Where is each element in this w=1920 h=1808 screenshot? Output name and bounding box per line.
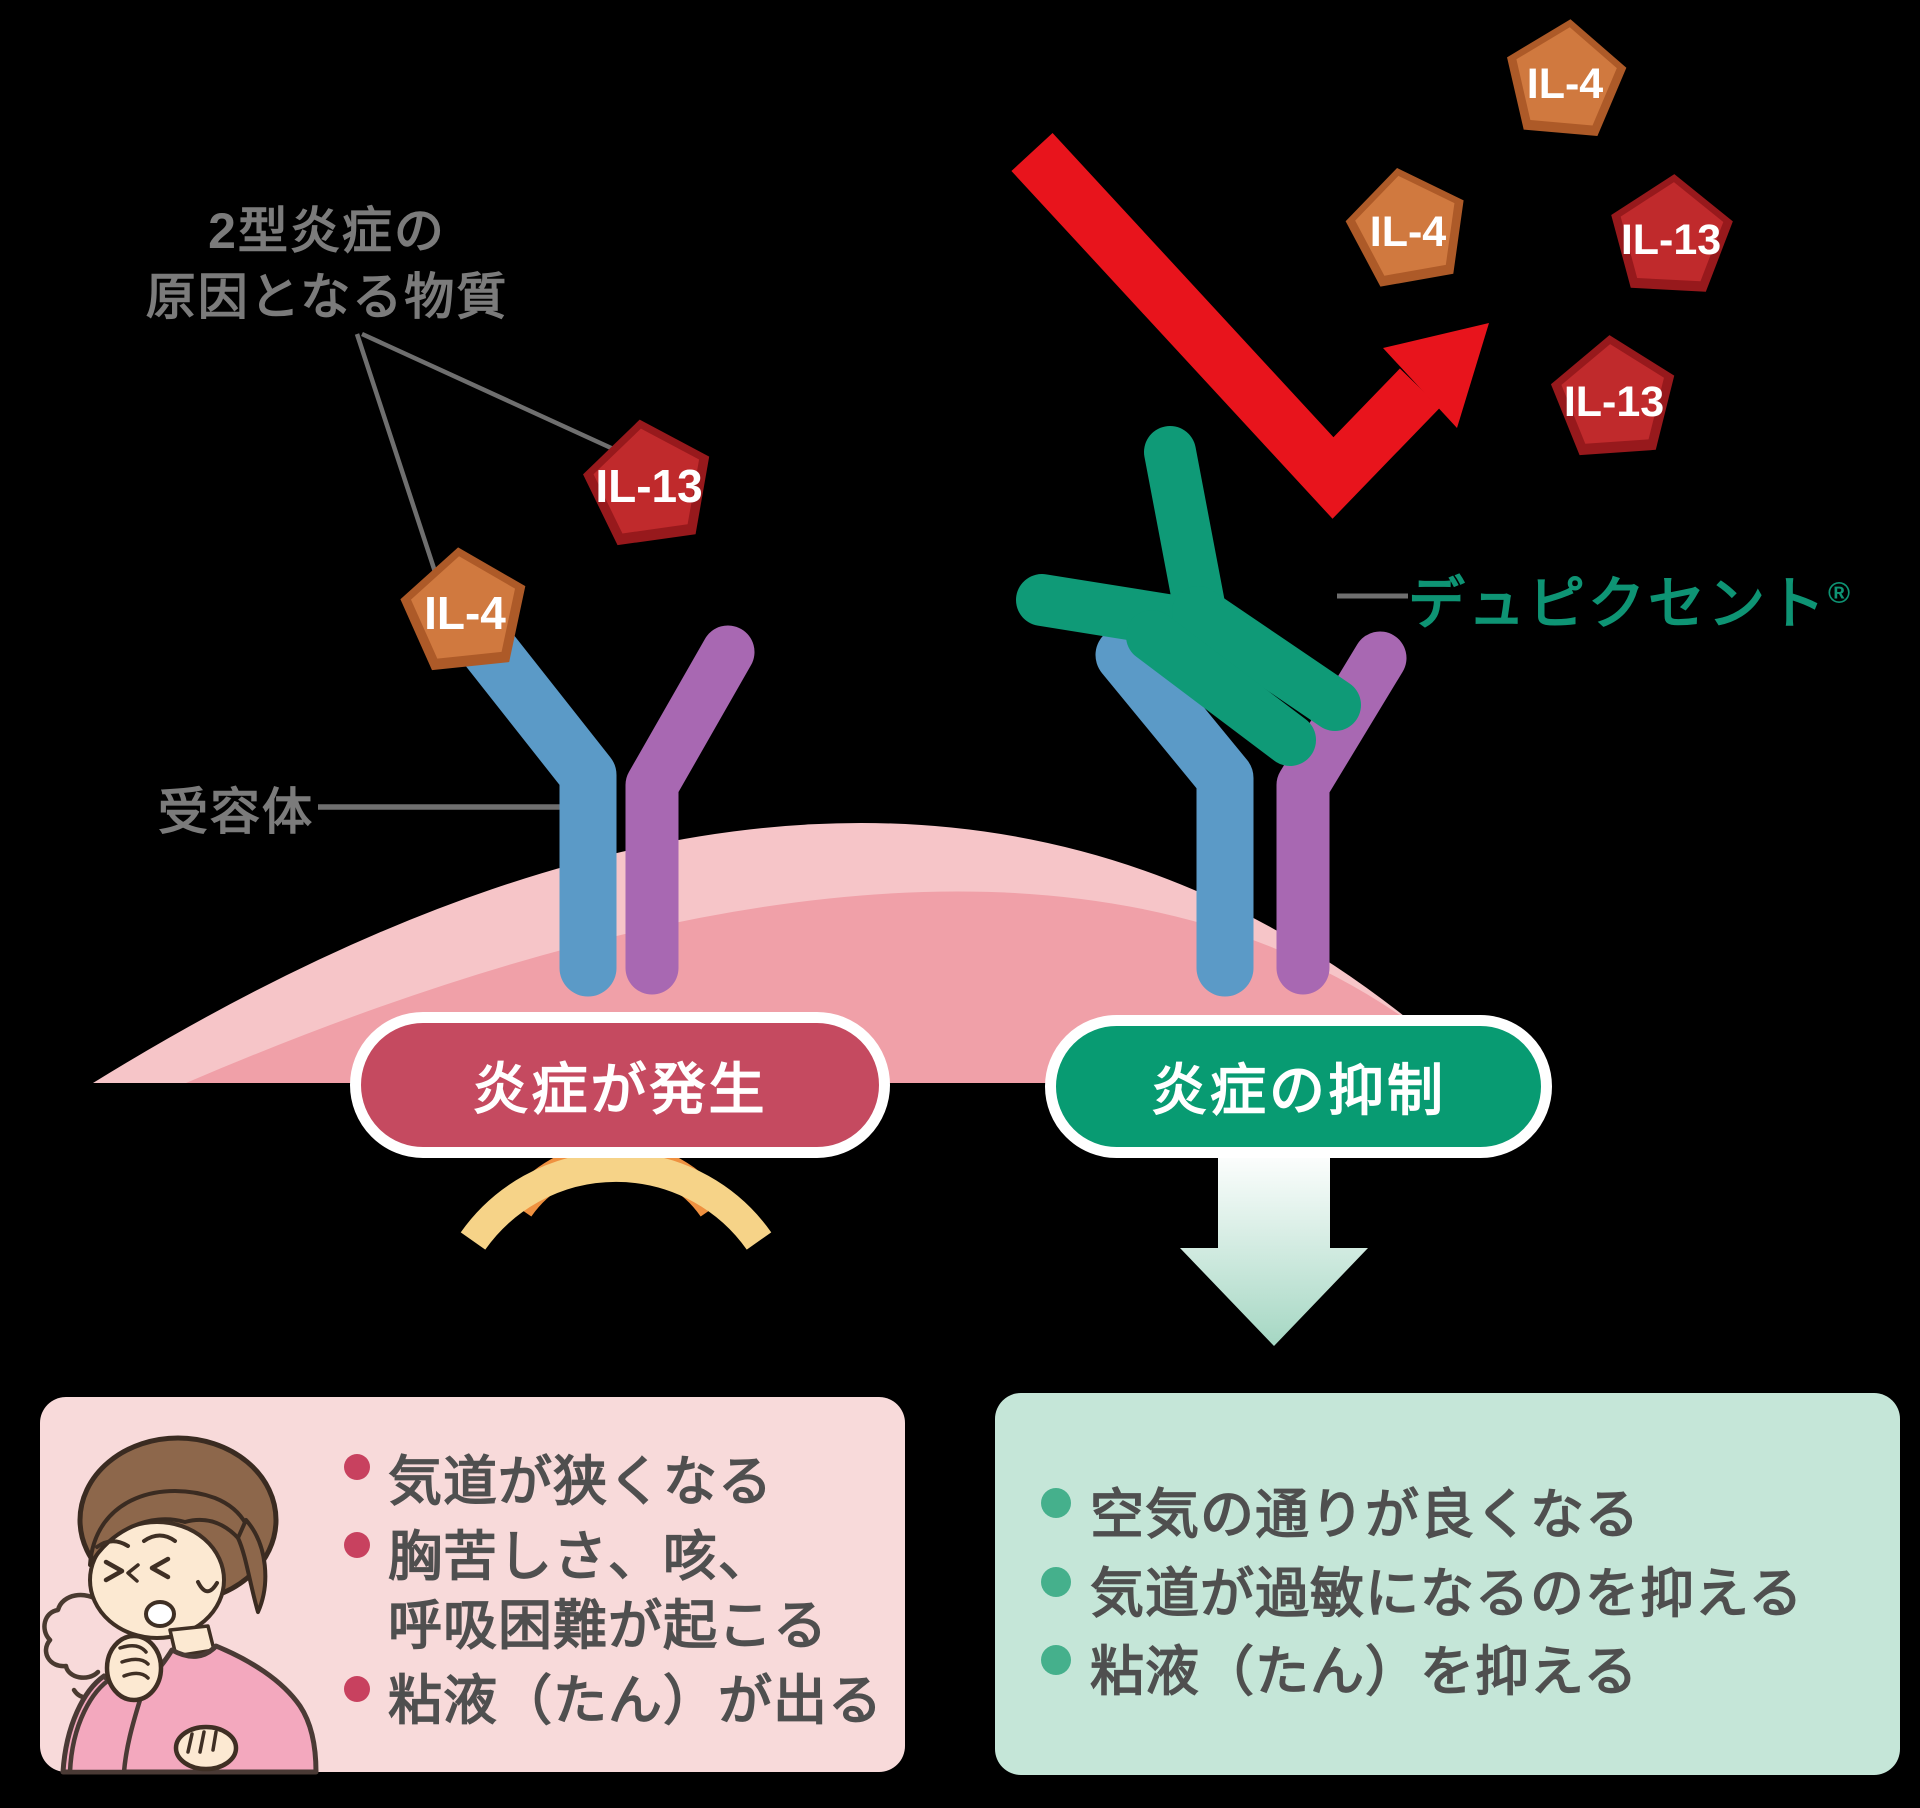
woman-eye-right [149, 1556, 171, 1580]
symptom-line-1: 気道が狭くなる [388, 1452, 773, 1512]
il4-molecule-top-icon [1507, 19, 1627, 137]
symptom-bullet-3 [344, 1676, 370, 1702]
red-arrow-head [1383, 323, 1489, 428]
woman-eye-left [103, 1559, 125, 1583]
il13-left-label: IL-13 [595, 460, 702, 512]
woman-fist-chest [173, 1724, 239, 1772]
symptom-line-4: 粘液（たん）が出る [388, 1671, 883, 1731]
pointer-line-to-il13 [361, 331, 634, 461]
symptom-line-3: 呼吸困難が起こる [388, 1596, 828, 1656]
antibody-up-arm [1144, 426, 1226, 636]
benefit-bullet-3 [1041, 1645, 1071, 1675]
registered-mark: ® [1828, 577, 1854, 610]
dupixent-label: デュピクセント® [1408, 558, 1853, 640]
pointer-lines [318, 331, 1408, 810]
pointer-line-to-il4 [354, 333, 444, 591]
cause-label-line1: 2型炎症の [208, 203, 446, 259]
il4-molecule-mid-icon [1345, 167, 1464, 287]
benefit-line-3: 粘液（たん）を抑える [1090, 1642, 1639, 1702]
inflammation-badge-label: 炎症が発生 [472, 1057, 768, 1121]
dupixent-label-text: デュピクセント [1408, 572, 1828, 636]
cough-puff-icon [42, 1592, 103, 1680]
il4-left-label: IL-4 [424, 587, 506, 639]
woman-hair-lock [236, 1518, 268, 1614]
cause-label-line2: 原因となる物質 [145, 269, 509, 325]
woman-sweat-drop [196, 1580, 219, 1594]
suppression-arrow-icon [1180, 1150, 1368, 1346]
suppression-badge: 炎症の抑制 [1045, 1015, 1552, 1158]
warning-arc-outer [460, 1151, 772, 1250]
inflammation-signal-arcs [460, 1134, 772, 1250]
receptor-right-blue-arm [1095, 626, 1254, 997]
benefit-box-background [995, 1393, 1900, 1775]
woman-eyebrows [95, 1533, 177, 1549]
il13-right-label: IL-13 [1621, 216, 1721, 264]
benefit-line-2: 気道が過敏になるのを抑える [1090, 1564, 1804, 1624]
il4-top-label: IL-4 [1527, 60, 1604, 108]
il4-molecule-left-icon [400, 547, 526, 671]
benefit-bullet-2 [1041, 1567, 1071, 1597]
il13-molecule-low-icon [1550, 335, 1675, 456]
suppression-badge-label: 炎症の抑制 [1151, 1059, 1446, 1122]
woman-fist-chest-fingers [186, 1730, 218, 1754]
woman-fist-fingers [118, 1644, 150, 1680]
antibody-stem-2 [1126, 610, 1316, 766]
receptor-left-blue-arm [458, 618, 617, 997]
benefit-line-1: 空気の通りが良くなる [1090, 1485, 1640, 1545]
red-arrow-shaft [1011, 133, 1441, 519]
type2-inflammation-cause-label: 2型炎症の 原因となる物質 [120, 198, 534, 330]
symptom-line-2: 胸苦しさ、咳、 [388, 1527, 773, 1587]
inflammation-badge: 炎症が発生 [350, 1012, 890, 1158]
woman-mouth [144, 1600, 176, 1628]
il13-molecule-left-icon [583, 419, 710, 546]
il13-molecule-right-icon [1611, 174, 1733, 292]
woman-face [88, 1520, 226, 1640]
dupixent-antibody-icon [1016, 426, 1361, 766]
benefit-bullet-1 [1041, 1488, 1071, 1518]
receptor-label: 受容体 [158, 784, 314, 840]
il13-low-label: IL-13 [1564, 378, 1664, 426]
receptor-left-purple-arm [625, 625, 755, 995]
antibody-stem-1 [1172, 586, 1361, 731]
coughing-woman-illustration [42, 1435, 319, 1775]
symptom-bullet-2 [344, 1532, 370, 1558]
il4-mid-label: IL-4 [1370, 208, 1447, 256]
symptom-bullet-1 [344, 1454, 370, 1480]
woman-nose [126, 1563, 140, 1583]
blocked-cytokines-arrow-icon [1011, 133, 1489, 519]
